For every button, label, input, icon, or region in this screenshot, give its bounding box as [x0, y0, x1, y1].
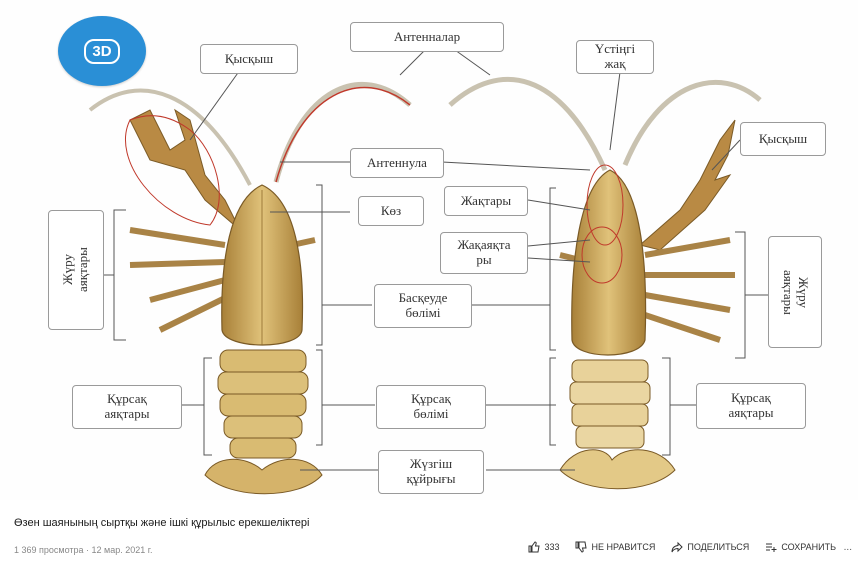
video-actions: 333 НЕ НРАВИТСЯ ПОДЕЛИТЬСЯ СОХРАНИТЬ — [528, 541, 836, 553]
thumbs-down-icon — [575, 541, 587, 553]
label-eye: Көз — [358, 196, 424, 226]
label-abdominal-legs-left: Құрсақ аяқтары — [72, 385, 182, 429]
label-cephalothorax: Басқеуде бөлімі — [374, 284, 472, 328]
label-upper-jaw: Үстіңгі жақ — [576, 40, 654, 74]
video-title: Өзен шаянының сыртқы және ішкі құрылыс е… — [14, 517, 309, 529]
3d-badge: 3D — [58, 16, 146, 86]
label-antennule: Антеннула — [350, 148, 444, 178]
label-walking-legs-left: Жүру аяқтары — [48, 210, 104, 330]
playlist-add-icon — [765, 541, 777, 553]
like-count: 333 — [544, 542, 559, 552]
label-claw-right: Қысқыш — [740, 122, 826, 156]
label-abdomen: Құрсақ бөлімі — [376, 385, 486, 429]
share-button[interactable]: ПОДЕЛИТЬСЯ — [671, 541, 749, 553]
label-walking-legs-right: Жүру аяқтары — [768, 236, 822, 348]
dislike-label: НЕ НРАВИТСЯ — [591, 542, 655, 552]
video-frame[interactable]: 3D Антенналар Үстіңгі жақ Қысқыш Қысқыш … — [0, 0, 858, 500]
label-abdominal-legs-right: Құрсақ аяқтары — [696, 383, 806, 429]
thumbs-up-icon — [528, 541, 540, 553]
save-label: СОХРАНИТЬ — [781, 542, 836, 552]
like-button[interactable]: 333 — [528, 541, 559, 553]
video-meta: 1 369 просмотра · 12 мар. 2021 г. — [14, 545, 152, 555]
label-claw-left: Қысқыш — [200, 44, 298, 74]
label-tail-fin: Жүзгіш құйрығы — [378, 450, 484, 494]
share-label: ПОДЕЛИТЬСЯ — [687, 542, 749, 552]
more-options-button[interactable]: ... — [844, 542, 852, 553]
dislike-button[interactable]: НЕ НРАВИТСЯ — [575, 541, 655, 553]
save-button[interactable]: СОХРАНИТЬ — [765, 541, 836, 553]
label-antennae: Антенналар — [350, 22, 504, 52]
label-maxillipeds: Жақаяқта ры — [440, 232, 528, 274]
crayfish-dorsal — [90, 84, 410, 493]
label-jaws: Жақтары — [444, 186, 528, 216]
share-icon — [671, 541, 683, 553]
